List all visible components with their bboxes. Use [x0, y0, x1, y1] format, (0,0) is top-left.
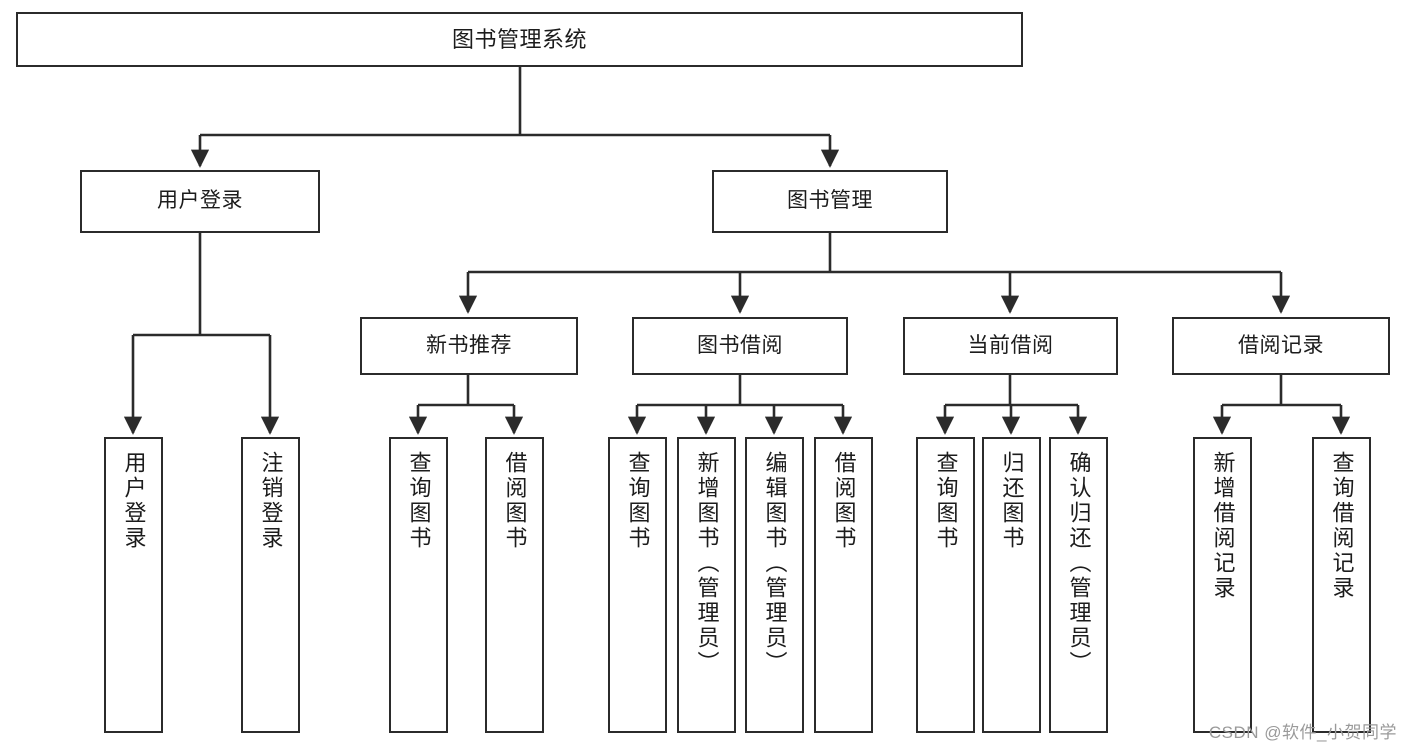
node-leaf-confirm-return[interactable]: 确认归还（管理员）: [1049, 437, 1108, 733]
node-new-book-recommend-label: 新书推荐: [426, 333, 512, 357]
node-leaf-add-record[interactable]: 新增借阅记录: [1193, 437, 1252, 733]
node-leaf-query-book-1-label: 查询图书: [406, 451, 432, 551]
node-leaf-query-book-2-label: 查询图书: [625, 451, 651, 551]
node-leaf-user-login[interactable]: 用户登录: [104, 437, 163, 733]
node-user-login[interactable]: 用户登录: [80, 170, 320, 233]
node-leaf-borrow-book-2-label: 借阅图书: [831, 451, 857, 551]
node-book-manage-label: 图书管理: [787, 189, 873, 213]
node-user-login-label: 用户登录: [157, 189, 243, 213]
node-leaf-confirm-return-label: 确认归还（管理员）: [1066, 451, 1092, 676]
csdn-watermark: CSDN @软件_小贺同学: [1208, 723, 1397, 742]
node-new-book-recommend[interactable]: 新书推荐: [360, 317, 578, 375]
node-book-borrow[interactable]: 图书借阅: [632, 317, 848, 375]
node-leaf-return-book-label: 归还图书: [999, 451, 1025, 551]
node-leaf-add-record-label: 新增借阅记录: [1210, 451, 1236, 601]
node-leaf-borrow-book-1-label: 借阅图书: [502, 451, 528, 551]
node-book-borrow-label: 图书借阅: [697, 333, 783, 357]
node-leaf-query-book-2[interactable]: 查询图书: [608, 437, 667, 733]
node-leaf-user-login-label: 用户登录: [121, 451, 147, 551]
node-borrow-record[interactable]: 借阅记录: [1172, 317, 1390, 375]
node-leaf-add-book-label: 新增图书（管理员）: [694, 451, 720, 676]
node-current-borrow-label: 当前借阅: [967, 333, 1054, 357]
node-leaf-edit-book[interactable]: 编辑图书（管理员）: [745, 437, 804, 733]
node-leaf-query-record[interactable]: 查询借阅记录: [1312, 437, 1371, 733]
node-leaf-query-book-3-label: 查询图书: [933, 451, 959, 551]
node-leaf-edit-book-label: 编辑图书（管理员）: [762, 451, 788, 676]
node-leaf-logout-label: 注销登录: [258, 451, 284, 551]
node-leaf-logout[interactable]: 注销登录: [241, 437, 300, 733]
node-borrow-record-label: 借阅记录: [1238, 333, 1324, 357]
node-leaf-query-book-3[interactable]: 查询图书: [916, 437, 975, 733]
node-book-manage[interactable]: 图书管理: [712, 170, 948, 233]
node-leaf-query-book-1[interactable]: 查询图书: [389, 437, 448, 733]
node-leaf-borrow-book-2[interactable]: 借阅图书: [814, 437, 873, 733]
node-leaf-query-record-label: 查询借阅记录: [1329, 451, 1355, 601]
node-current-borrow[interactable]: 当前借阅: [903, 317, 1118, 375]
node-leaf-add-book[interactable]: 新增图书（管理员）: [677, 437, 736, 733]
node-leaf-borrow-book-1[interactable]: 借阅图书: [485, 437, 544, 733]
node-root-label: 图书管理系统: [451, 26, 587, 52]
node-root[interactable]: 图书管理系统: [16, 12, 1023, 67]
node-leaf-return-book[interactable]: 归还图书: [982, 437, 1041, 733]
